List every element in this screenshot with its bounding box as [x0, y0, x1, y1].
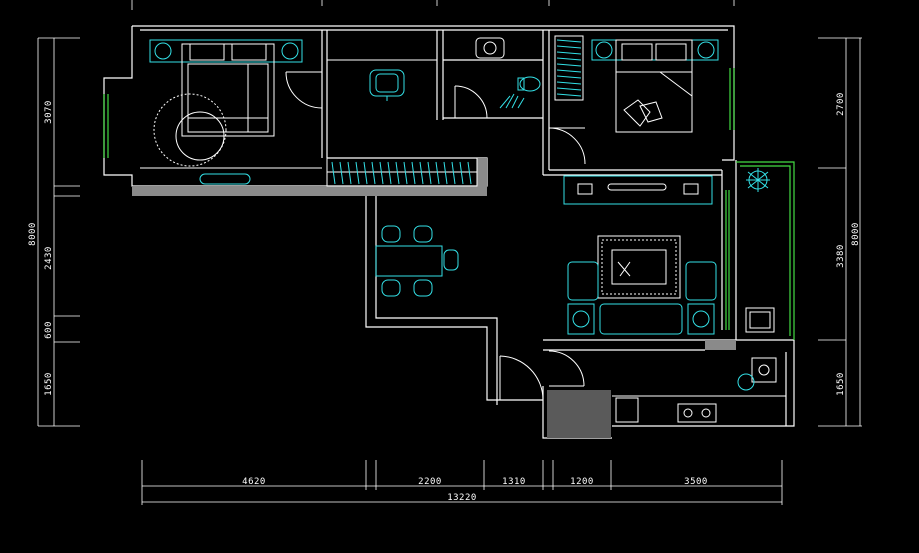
hanger-mark [355, 161, 360, 185]
dim-right-1: 2700 [836, 92, 846, 116]
hanger-mark [443, 161, 448, 185]
kitchen-slab [705, 340, 736, 350]
hanger-mark [556, 57, 582, 61]
hanger-mark [556, 51, 582, 55]
hanger-mark [339, 161, 344, 185]
balcony-slab [132, 186, 487, 196]
door-kitchen [548, 350, 585, 387]
stove-icon [677, 403, 717, 423]
dim-bottom-total: 13220 [447, 493, 477, 503]
hanger-mark [556, 69, 582, 73]
hanger-mark [459, 161, 464, 185]
kitchen-counter-icon [612, 395, 786, 423]
door-entry [499, 355, 544, 401]
dim-bottom-4: 1200 [570, 477, 594, 487]
door-bedroom-2 [548, 127, 586, 165]
interior-partitions [321, 30, 722, 176]
exterior-walls [103, 25, 795, 439]
potted-plant-icon [746, 168, 770, 192]
window-right-bedroom [729, 68, 735, 130]
dresser-icon [140, 167, 322, 185]
dim-left-total: 8000 [28, 222, 38, 246]
floor-drain-icon [499, 93, 525, 109]
hanger-mark [556, 87, 582, 91]
armchair-icon [369, 69, 405, 101]
dim-bottom-2: 2200 [418, 477, 442, 487]
hanger-mark [556, 63, 582, 67]
hanger-mark [556, 93, 582, 97]
hanger-mark [451, 161, 456, 185]
dim-bottom-3: 1310 [502, 477, 526, 487]
washing-machine-icon [745, 307, 775, 333]
dim-right-total: 8000 [851, 222, 861, 246]
hanger-mark [419, 161, 424, 185]
wardrobe-icon [326, 157, 478, 187]
dim-left-3: 600 [44, 321, 54, 339]
hanger-mark [387, 161, 392, 185]
double-bed-icon [149, 39, 303, 137]
toilet-icon [517, 76, 541, 92]
hanger-mark [379, 161, 384, 185]
hanger-mark [435, 161, 440, 185]
double-bed-right-icon [591, 39, 719, 133]
dim-bottom-1: 4620 [242, 477, 266, 487]
hanger-mark [363, 161, 368, 185]
hanger-mark [403, 161, 408, 185]
hanger-mark [467, 161, 472, 185]
dim-right-3: 1650 [836, 372, 846, 396]
dim-bottom-5: 3500 [684, 477, 708, 487]
washbasin-icon [475, 37, 505, 59]
sofa-set-icon [567, 235, 717, 335]
hanger-mark [427, 161, 432, 185]
hanger-mark [556, 75, 582, 79]
hanger-mark [556, 45, 582, 49]
hanger-mark [411, 161, 416, 185]
hanger-mark [556, 81, 582, 85]
tv-cabinet-icon [563, 175, 713, 205]
dim-left-4: 1650 [44, 372, 54, 396]
balcony-glazing [725, 161, 795, 340]
dim-left-1: 3070 [44, 100, 54, 124]
door-bathroom [454, 85, 488, 119]
dim-right-2: 3380 [836, 244, 846, 268]
dim-left-2: 2430 [44, 246, 54, 270]
round-rug-icon [153, 93, 227, 167]
sink-icon [737, 357, 777, 391]
dining-table-icon [375, 225, 459, 297]
dimension-lines [37, 0, 862, 505]
door-bedroom-1 [285, 71, 323, 109]
entry-slab [547, 390, 611, 438]
window-left [103, 94, 109, 158]
wardrobe-right-icon [554, 35, 584, 101]
closet-slab [477, 158, 487, 186]
hanger-mark [556, 39, 582, 43]
hanger-mark [395, 161, 400, 185]
hanger-mark [331, 161, 336, 185]
hanger-mark [371, 161, 376, 185]
hanger-mark [347, 161, 352, 185]
